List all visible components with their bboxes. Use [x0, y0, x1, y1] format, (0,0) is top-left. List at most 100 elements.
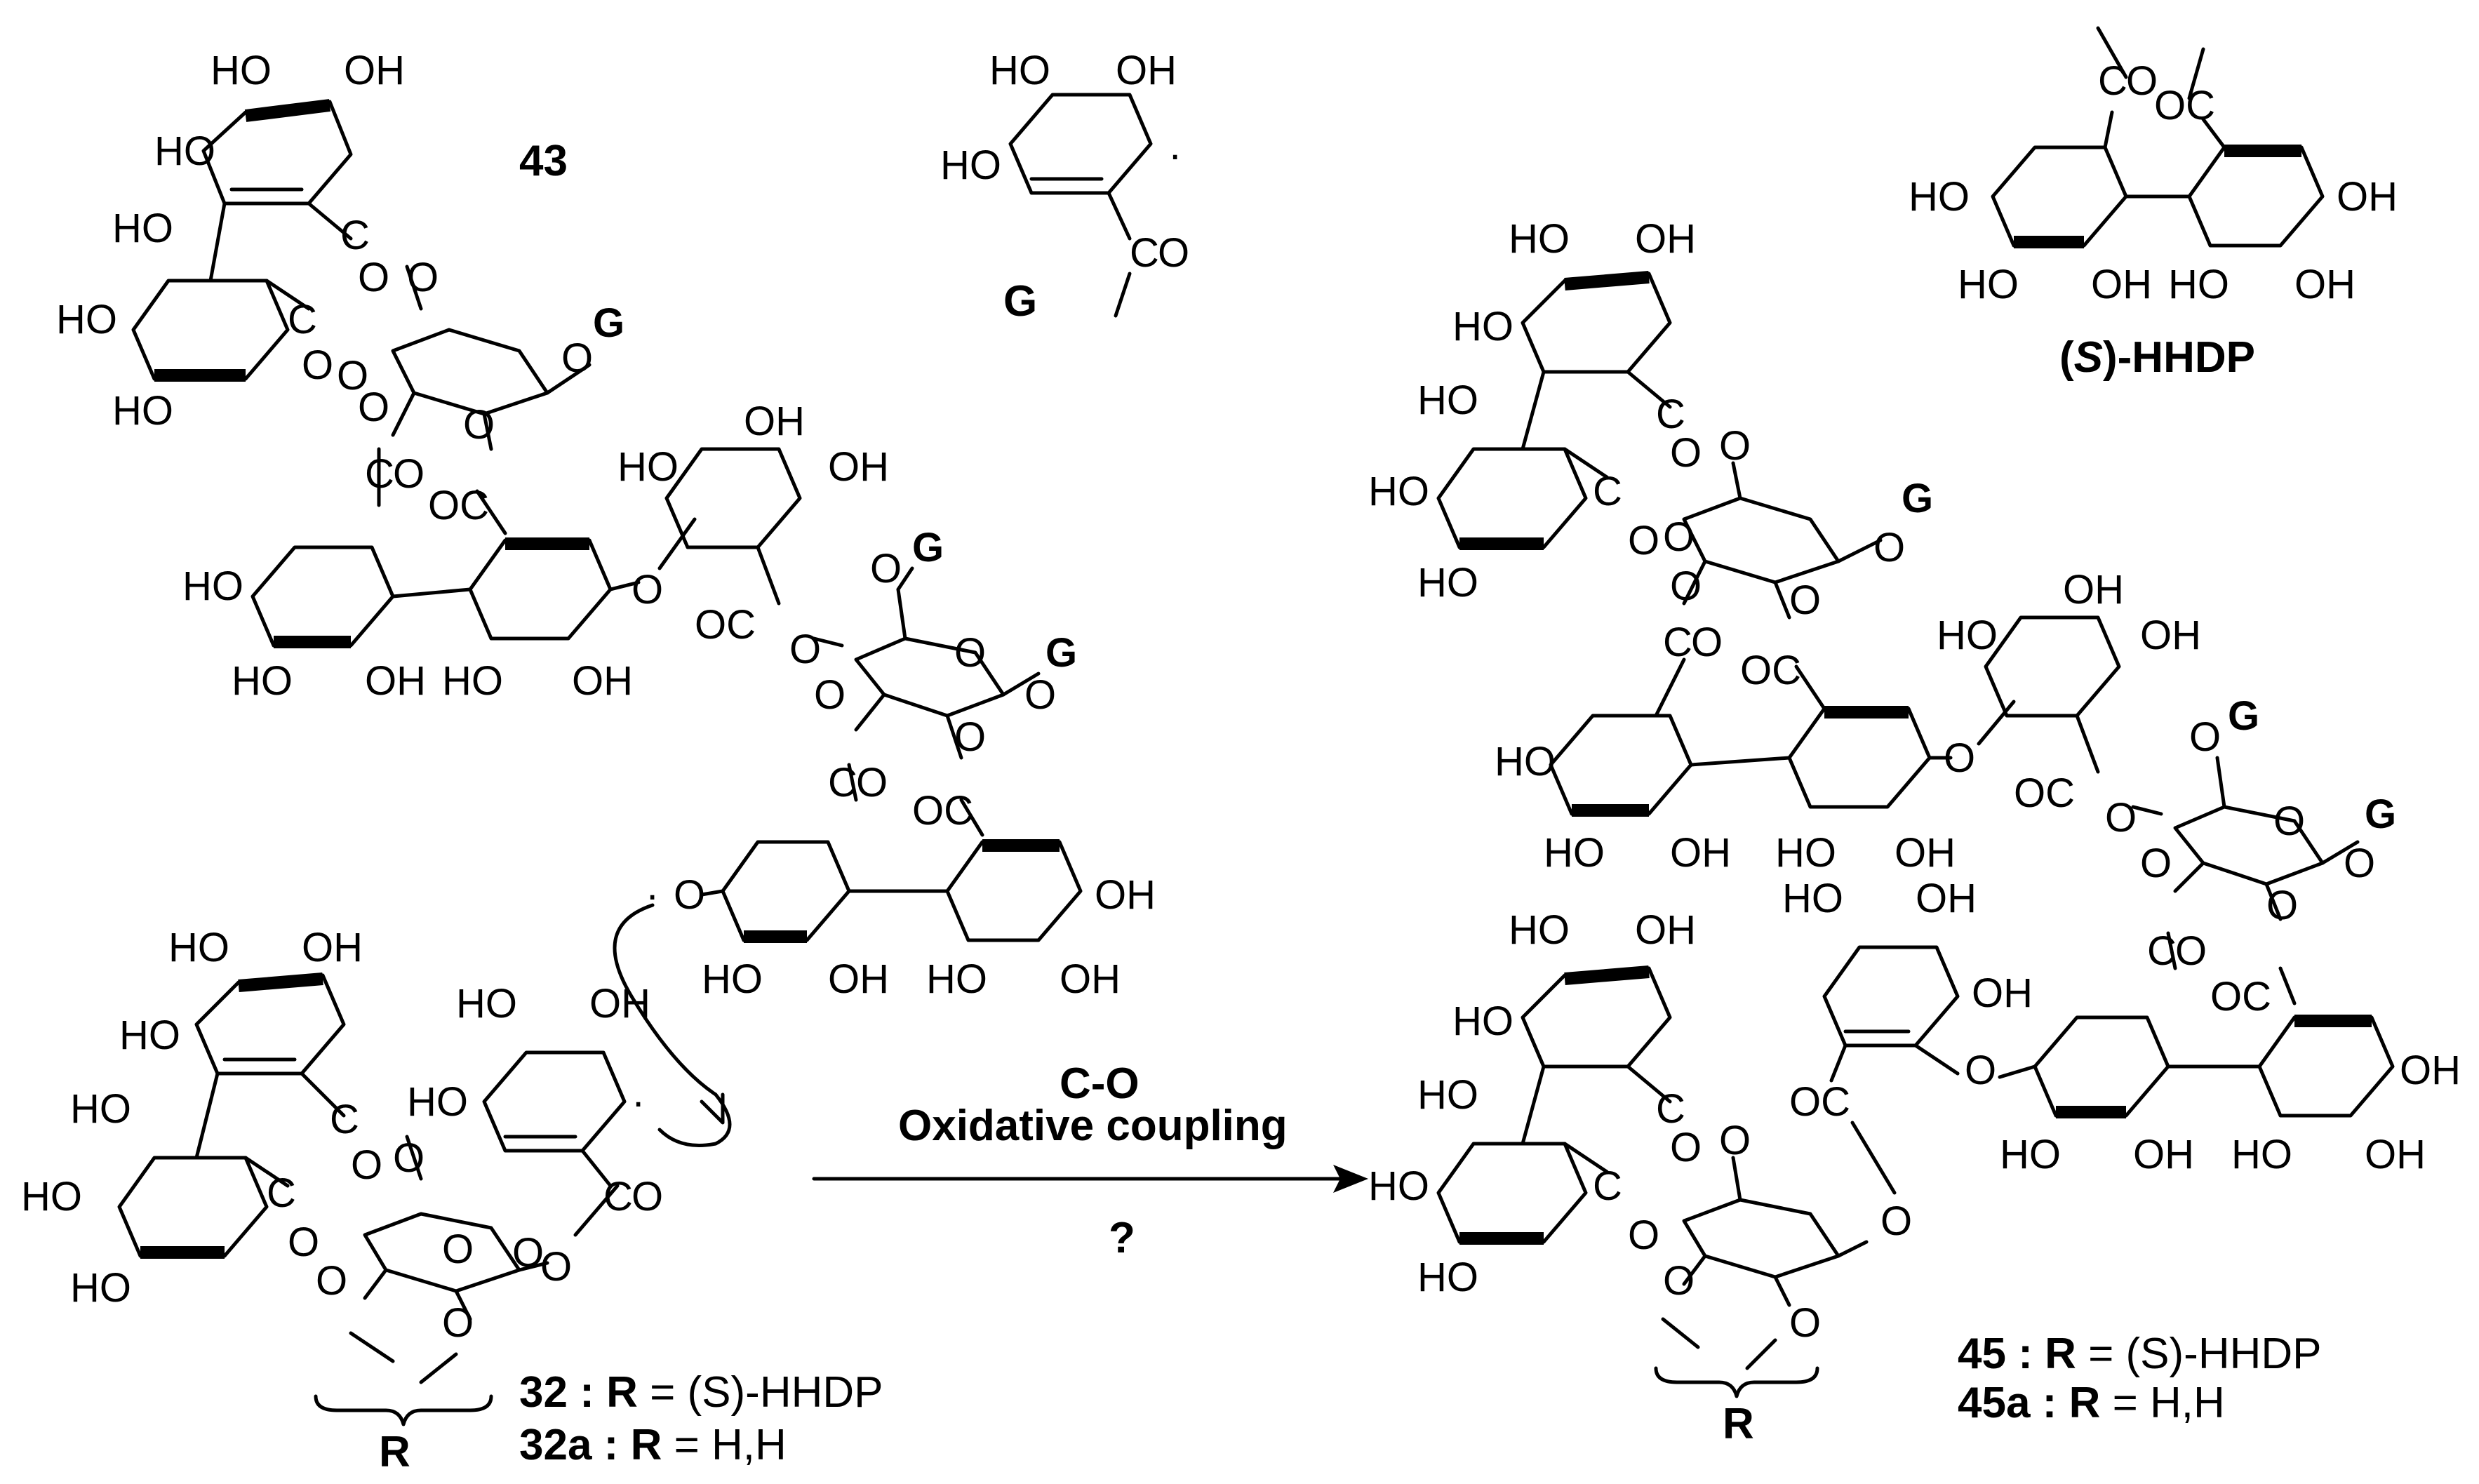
atom-ho: HO: [119, 1012, 180, 1058]
compound-label-43: 43: [519, 137, 568, 185]
atom-ho: HO: [1417, 1072, 1478, 1118]
ring-45-b: [1436, 447, 1588, 549]
atom-o: O: [561, 335, 593, 381]
atom-o: O: [1663, 514, 1695, 560]
atom-oh: OH: [1635, 216, 1696, 262]
atom-ho: HO: [2000, 1132, 2061, 1177]
atom-oh: OH: [828, 956, 889, 1002]
atom-o: O: [393, 1135, 425, 1181]
glucose-45-upper: [1682, 496, 1840, 584]
attachment-dot: ·: [1168, 132, 1182, 178]
compound-43-structure: [131, 99, 1083, 943]
atom-c: C: [1656, 392, 1685, 437]
atom-c: C: [2147, 928, 2177, 974]
compound-label-hhdp: (S)-HHDP: [2059, 333, 2255, 382]
atom-oh: OH: [302, 925, 363, 970]
atom-c: C: [603, 1174, 633, 1219]
atom-o: O: [393, 451, 425, 497]
atom-o: O: [540, 1244, 572, 1290]
atom-o: O: [2126, 58, 2158, 104]
compound-45-structure: [1436, 271, 2395, 1398]
atom-o: O: [1789, 577, 1821, 623]
atom-c: C: [1663, 620, 1692, 665]
atom-ho: HO: [1775, 830, 1836, 876]
atom-o: O: [2175, 928, 2207, 974]
atom-ho: HO: [182, 563, 243, 609]
compound-43-atoms: HO OH HO HO HO HO C O O C O O O O C O OC…: [56, 48, 1156, 1002]
atom-g: G: [1902, 476, 1933, 521]
atom-ho: HO: [1958, 262, 2019, 307]
atom-o: O: [2189, 714, 2221, 760]
atom-oh: OH: [1116, 48, 1177, 93]
atom-ho: HO: [702, 956, 763, 1002]
atom-c: C: [1593, 1163, 1622, 1209]
atom-oh: OH: [1060, 956, 1121, 1002]
atom-oh: OH: [344, 48, 405, 93]
atom-o: O: [1944, 735, 1975, 781]
atom-ho: HO: [1452, 304, 1514, 349]
atom-o: O: [954, 630, 986, 676]
atom-ho: HO: [926, 956, 987, 1002]
atom-ho: HO: [70, 1265, 131, 1311]
ring-43-g: [945, 840, 1083, 942]
atom-ho: HO: [112, 388, 173, 434]
atom-o: O: [1670, 563, 1702, 609]
ring-45-f: [2033, 1015, 2170, 1118]
atom-ho: HO: [232, 658, 293, 704]
radical-dot: ·: [632, 1079, 645, 1125]
atom-o: O: [288, 1219, 319, 1265]
atom-g: G: [2365, 791, 2396, 837]
atom-ho: HO: [112, 206, 173, 251]
atom-o: O: [316, 1258, 347, 1304]
atom-o: O: [2273, 798, 2305, 844]
atom-o: O: [789, 627, 821, 672]
atom-ho: HO: [70, 1086, 131, 1132]
atom-ho: HO: [1417, 1255, 1478, 1300]
atom-c: C: [1656, 1086, 1685, 1132]
reaction-unknown: ?: [1109, 1214, 1135, 1262]
caption-45-line2: 45a : R = H,H: [1958, 1379, 2225, 1427]
atom-oc: OC: [1740, 648, 1801, 693]
atom-ho: HO: [21, 1174, 82, 1219]
atom-o: O: [302, 342, 333, 388]
ring-45-g: [2257, 1015, 2395, 1118]
r-label: R: [379, 1428, 410, 1476]
caption-32-line2: 32a : R = H,H: [519, 1421, 787, 1469]
atom-ho: HO: [442, 658, 503, 704]
ring-43-d: [468, 538, 613, 641]
atom-c: C: [2098, 58, 2127, 104]
atom-o: O: [954, 714, 986, 760]
atom-g: G: [2228, 693, 2259, 739]
atom-o: O: [856, 760, 888, 805]
atom-oh: OH: [1635, 907, 1696, 953]
atom-ho: HO: [1417, 560, 1478, 606]
atom-o: O: [1628, 1212, 1659, 1258]
atom-o: O: [358, 255, 389, 300]
atom-o: O: [870, 546, 902, 591]
atom-o: O: [814, 672, 846, 718]
atom-oh: OH: [1895, 830, 1956, 876]
atom-o: O: [1719, 423, 1751, 469]
atom-c: C: [1130, 230, 1159, 276]
reaction-arrow: [812, 1165, 1368, 1193]
atom-c: C: [288, 297, 317, 342]
atom-oc: OC: [695, 602, 756, 648]
atom-ho: HO: [211, 48, 272, 93]
reaction-condition-1: C-O: [1060, 1059, 1140, 1108]
atom-o: O: [632, 1174, 663, 1219]
atom-oc: OC: [2210, 974, 2271, 1020]
atom-o: O: [1024, 672, 1056, 718]
atom-ho: HO: [56, 297, 117, 342]
atom-o: O: [1691, 620, 1723, 665]
atom-ho: HO: [456, 981, 517, 1027]
atom-ho: HO: [1368, 469, 1429, 514]
ring-45-c: [1549, 714, 1693, 816]
atom-c: C: [330, 1097, 359, 1142]
atom-o: O: [2105, 795, 2137, 841]
compound-45-atoms: HO OH HO HO HO HO C O O C O O O G O O C …: [1368, 216, 2461, 1448]
atom-c: C: [340, 213, 370, 258]
atom-ho: HO: [617, 444, 679, 490]
atom-oh: OH: [744, 399, 805, 444]
atom-g: G: [912, 525, 944, 570]
atom-oc: OC: [1789, 1079, 1850, 1125]
